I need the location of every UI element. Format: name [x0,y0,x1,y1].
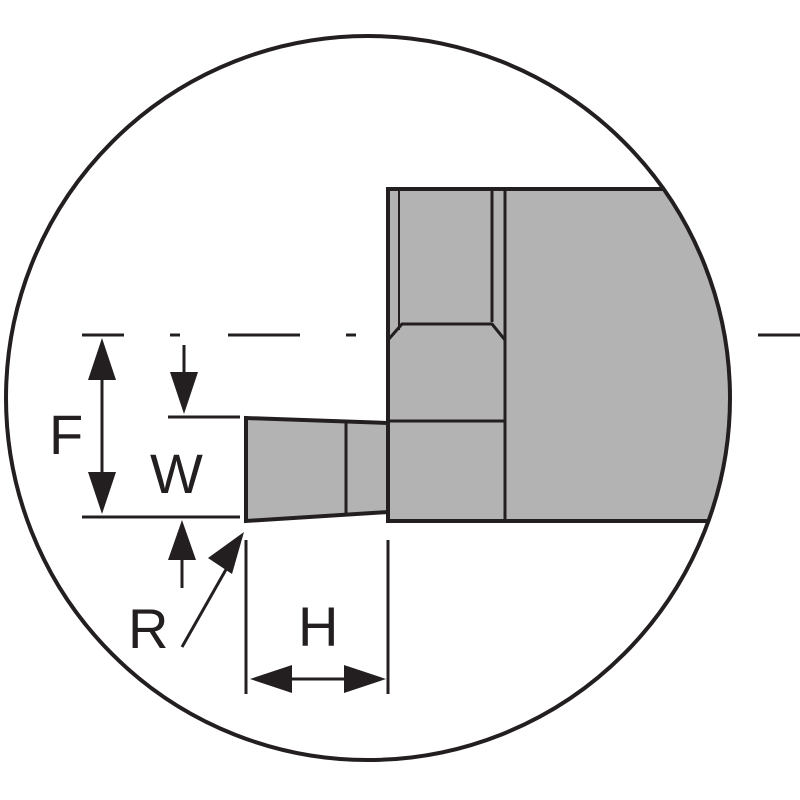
holder-body [386,187,730,523]
w-label: W [150,442,203,505]
detail-circle [4,34,732,762]
h-arrow-left [250,665,292,693]
blade-body [244,415,390,524]
f-arrow-up [88,338,116,380]
insert-blade [244,415,390,524]
h-arrow-right [344,665,386,693]
extension-lines [82,415,390,694]
tool-holder [386,187,730,523]
h-dimension: H [250,595,386,693]
r-label: R [128,597,168,660]
holder-chamfer [386,322,507,341]
f-label: F [49,403,83,466]
h-label: H [298,595,338,658]
w-dimension: W [150,345,203,588]
f-arrow-down [88,472,116,514]
r-leader: R [128,532,244,660]
r-arrow [208,532,244,574]
f-dimension: F [49,338,116,514]
w-arrow-down [170,372,198,414]
w-arrow-up [168,520,196,560]
